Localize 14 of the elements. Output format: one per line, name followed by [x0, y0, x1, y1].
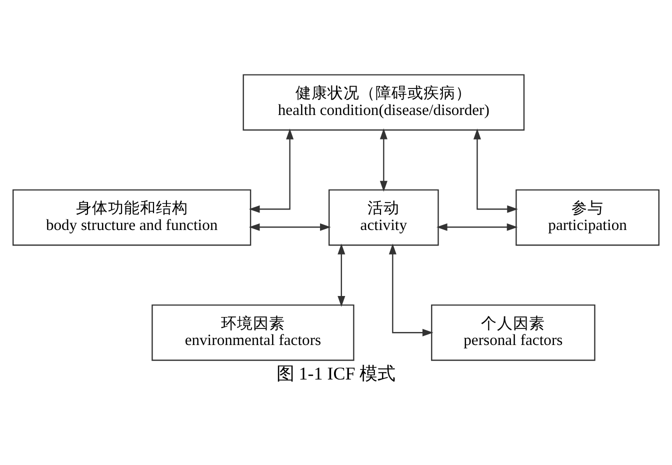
arrow [388, 244, 434, 336]
arrow [380, 128, 388, 192]
arrow [248, 128, 294, 213]
arrow [436, 223, 518, 231]
arrow [338, 244, 346, 307]
node-box: 环境因素 environmental factors [152, 304, 354, 361]
node-box: 健康状况（障碍或疾病） health condition(disease/disorder) [242, 74, 525, 131]
node-box: 身体功能和结构 body structure and function [12, 189, 252, 246]
node-box: 参与 participation [516, 189, 660, 246]
node-box: 个人因素 personal factors [431, 304, 596, 361]
arrow [248, 223, 331, 231]
caption: 图 1-1 ICF 模式 [276, 363, 396, 384]
arrow [473, 128, 518, 213]
node-box: 活动 activity [328, 189, 439, 246]
